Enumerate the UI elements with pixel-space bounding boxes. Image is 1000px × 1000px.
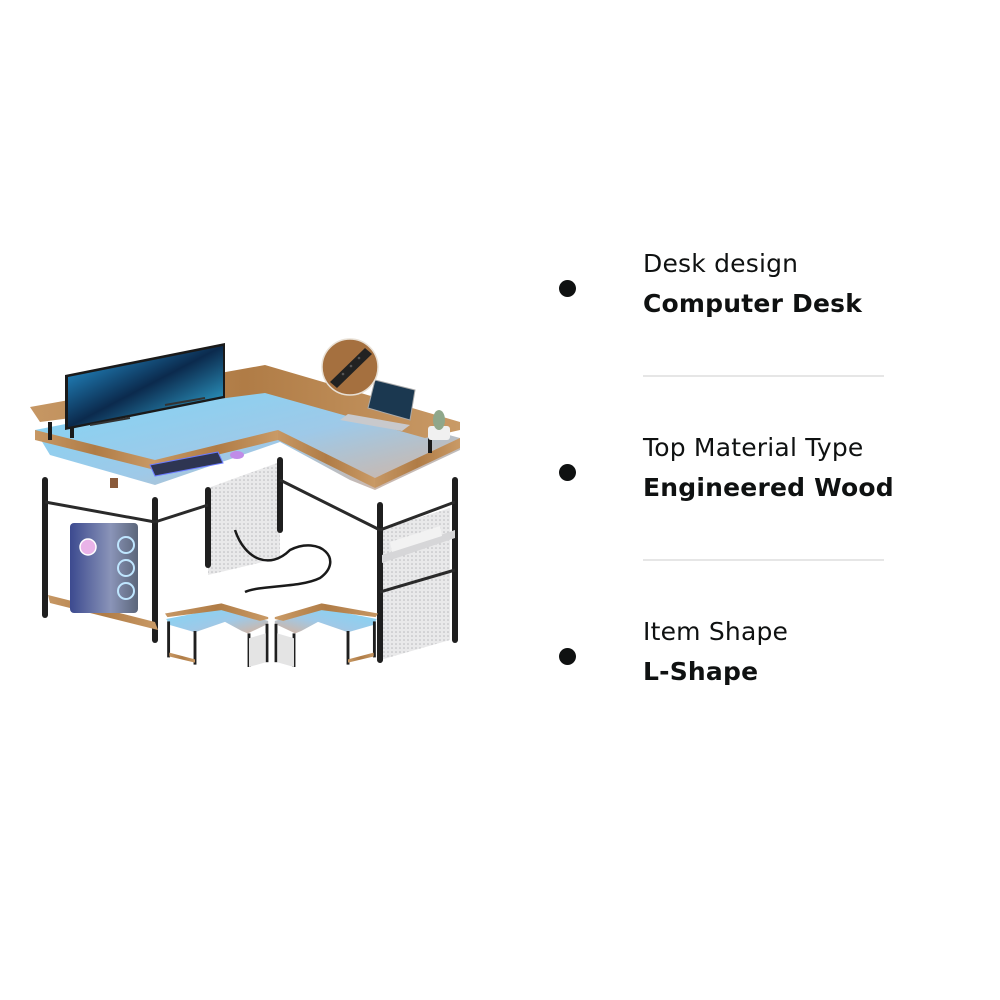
spec-divider xyxy=(643,375,884,377)
pc-tower xyxy=(70,523,138,613)
variant-thumbnail-left xyxy=(165,603,269,668)
bullet-icon xyxy=(559,464,576,481)
desk-crossbars xyxy=(44,478,456,594)
power-cable xyxy=(233,529,332,594)
desk-legs xyxy=(42,457,458,663)
spec-value: Computer Desk xyxy=(643,289,863,318)
bullet-icon xyxy=(559,280,576,297)
variant-thumbnail-right xyxy=(274,603,378,668)
side-shelf xyxy=(382,530,455,563)
spec-item-desk-design: Desk design Computer Desk xyxy=(550,244,910,334)
spec-text: Top Material Type Engineered Wood xyxy=(643,428,894,508)
mug xyxy=(110,478,118,488)
bullet-icon xyxy=(559,648,576,665)
keyboard xyxy=(149,451,224,477)
spec-label: Desk design xyxy=(643,249,799,278)
spec-label: Item Shape xyxy=(643,617,789,646)
laptop xyxy=(340,379,416,431)
spec-value: Engineered Wood xyxy=(643,473,894,502)
spec-divider xyxy=(643,559,884,561)
product-image[interactable] xyxy=(30,330,480,670)
spec-value: L-Shape xyxy=(643,657,759,686)
spec-item-item-shape: Item Shape L-Shape xyxy=(550,612,910,702)
spec-label: Top Material Type xyxy=(643,433,864,462)
spec-text: Desk design Computer Desk xyxy=(643,244,862,324)
mouse xyxy=(230,451,244,459)
plant xyxy=(428,410,450,440)
monitor xyxy=(65,343,225,430)
spec-text: Item Shape L-Shape xyxy=(643,612,788,692)
spec-item-top-material-type: Top Material Type Engineered Wood xyxy=(550,428,910,518)
desk-illustration xyxy=(30,338,460,668)
power-strip-inset xyxy=(321,338,379,396)
